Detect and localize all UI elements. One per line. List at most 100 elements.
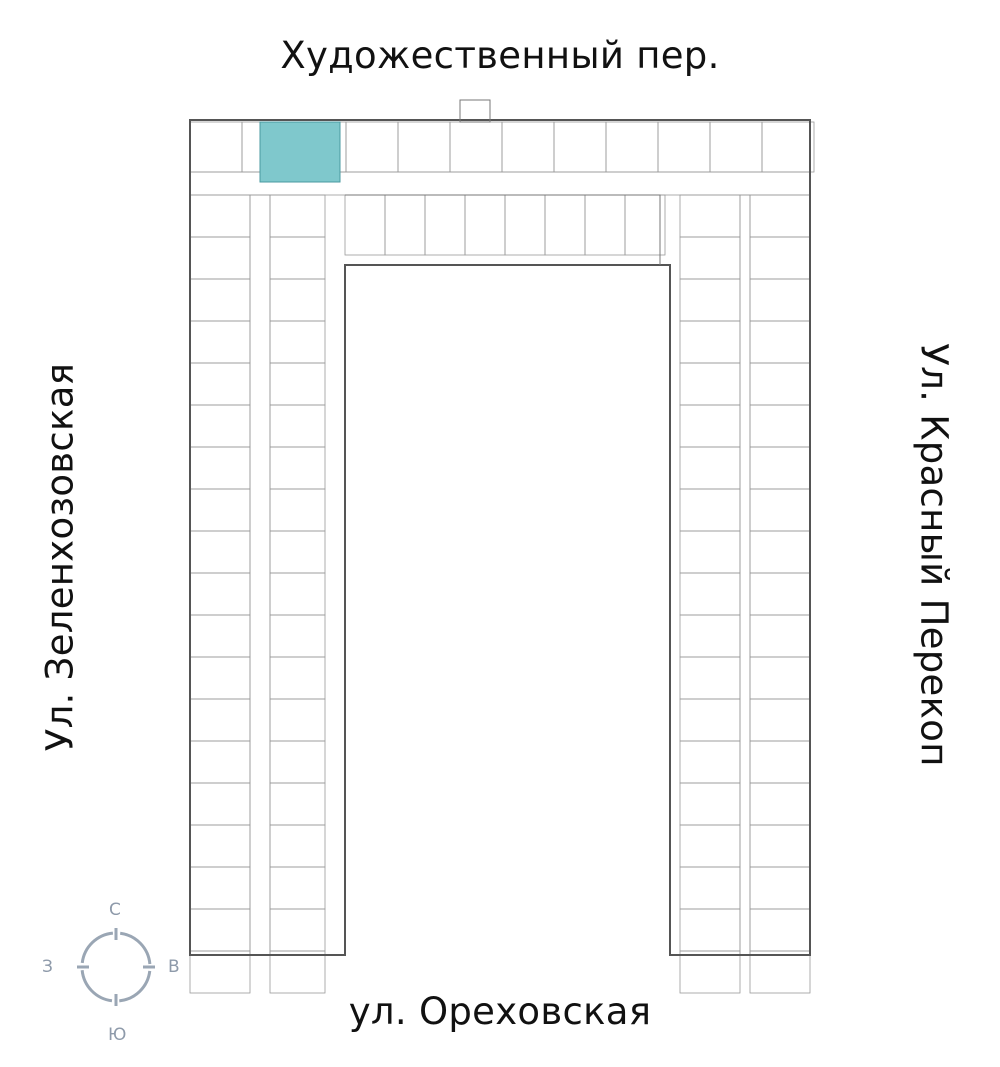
room (749, 866, 811, 910)
room (749, 656, 811, 700)
room (679, 278, 741, 322)
room (189, 362, 251, 406)
room (749, 362, 811, 406)
room (269, 530, 326, 574)
room (679, 908, 741, 952)
room (679, 950, 741, 994)
room (657, 121, 711, 173)
room (269, 614, 326, 658)
room (189, 740, 251, 784)
room (679, 446, 741, 490)
compass-west: З (42, 957, 53, 977)
room (269, 194, 326, 238)
room (189, 488, 251, 532)
room (249, 194, 271, 956)
room (739, 194, 751, 956)
room (679, 404, 741, 448)
room (345, 121, 399, 173)
apartment-grid (189, 121, 815, 994)
room (679, 530, 741, 574)
room (749, 488, 811, 532)
compass-east: В (168, 957, 180, 977)
room (749, 278, 811, 322)
room (679, 740, 741, 784)
room (749, 572, 811, 616)
room (464, 194, 506, 256)
room (189, 530, 251, 574)
room (749, 740, 811, 784)
room (605, 121, 659, 173)
room (424, 194, 466, 256)
compass-north: С (109, 900, 121, 920)
room (189, 656, 251, 700)
room (269, 908, 326, 952)
room (679, 614, 741, 658)
room (269, 782, 326, 826)
room (189, 782, 251, 826)
room (679, 488, 741, 532)
room (449, 121, 503, 173)
compass-south: Ю (108, 1025, 127, 1045)
room (189, 121, 243, 173)
room (189, 614, 251, 658)
room (709, 121, 763, 173)
room (189, 866, 251, 910)
room (269, 278, 326, 322)
compass (77, 928, 155, 1006)
room (269, 698, 326, 742)
room (189, 824, 251, 868)
room (189, 908, 251, 952)
room (504, 194, 546, 256)
courtyard-outline (345, 194, 661, 265)
room (749, 782, 811, 826)
room (269, 404, 326, 448)
room (761, 121, 815, 173)
room (749, 404, 811, 448)
room (269, 824, 326, 868)
street-label-north: Художественный пер. (280, 34, 720, 77)
room (269, 488, 326, 532)
room (269, 740, 326, 784)
room (189, 236, 251, 280)
room (189, 446, 251, 490)
room (679, 866, 741, 910)
room (679, 320, 741, 364)
room (269, 866, 326, 910)
room (624, 194, 666, 256)
room (679, 362, 741, 406)
room (749, 236, 811, 280)
room (269, 320, 326, 364)
room (189, 698, 251, 742)
room (749, 950, 811, 994)
room (679, 698, 741, 742)
room (189, 320, 251, 364)
room (269, 236, 326, 280)
room (269, 572, 326, 616)
compass-ring-icon (80, 931, 152, 1003)
room (584, 194, 626, 256)
highlighted-apartment[interactable] (259, 121, 341, 183)
room (269, 362, 326, 406)
stair-core-top (459, 99, 491, 123)
room (749, 698, 811, 742)
room (269, 656, 326, 700)
room (553, 121, 607, 173)
room (344, 194, 386, 256)
room (749, 446, 811, 490)
room (679, 824, 741, 868)
room (679, 782, 741, 826)
room (189, 572, 251, 616)
room (749, 614, 811, 658)
room (679, 194, 741, 238)
room (679, 236, 741, 280)
building-outline (189, 119, 811, 956)
room (189, 404, 251, 448)
room (749, 530, 811, 574)
room (679, 572, 741, 616)
room (679, 656, 741, 700)
room (384, 194, 426, 256)
room (397, 121, 451, 173)
room (749, 908, 811, 952)
room (269, 950, 326, 994)
